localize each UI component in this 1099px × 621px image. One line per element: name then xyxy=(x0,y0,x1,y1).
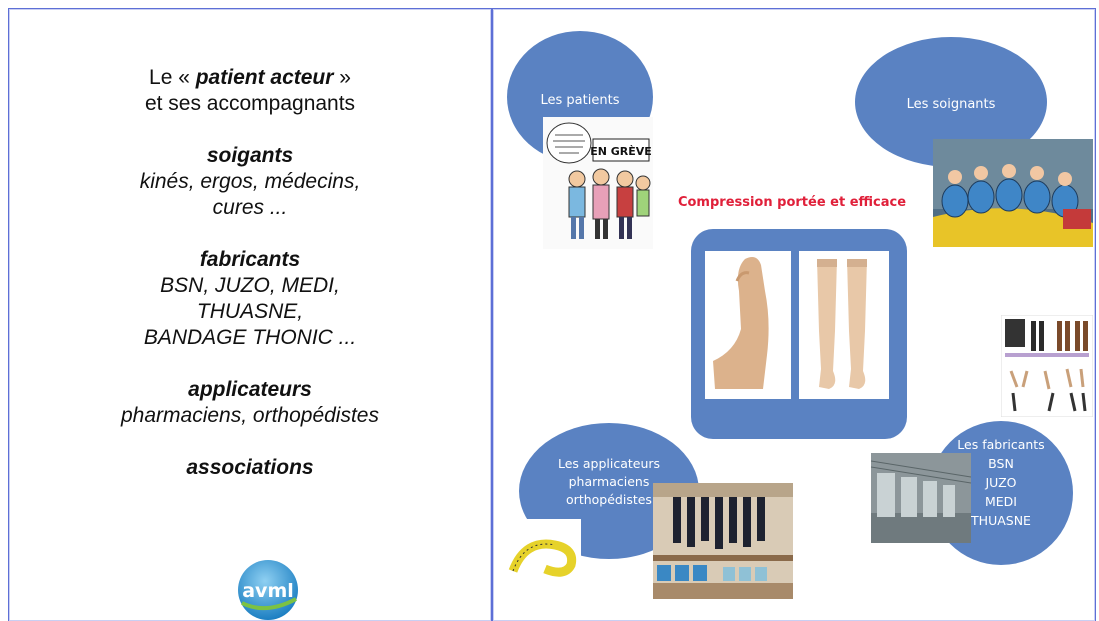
fabricants-line-3: BANDAGE THONIC ... xyxy=(143,326,357,349)
rafting-team-photo xyxy=(933,139,1093,247)
associations-heading: associations xyxy=(186,456,314,479)
applicateurs-line-1: pharmaciens, orthopédistes xyxy=(121,404,379,427)
cartoon-sign-text: EN GRÈVE xyxy=(590,145,652,158)
left-text-block: Le « patient acteur » et ses accompagnan… xyxy=(9,65,491,481)
fabricants-label-5: THUASNE xyxy=(971,513,1031,528)
patients-label: Les patients xyxy=(540,93,620,108)
fabricants-label-1: Les fabricants xyxy=(957,437,1045,452)
measuring-tape-photo xyxy=(505,519,581,583)
factory-machines-photo xyxy=(871,453,971,543)
fabricants-line-2: THUASNE, xyxy=(196,300,304,323)
soignants-line-1: kinés, ergos, médecins, xyxy=(139,170,361,193)
center-title: Compression portée et efficace xyxy=(677,195,907,210)
applicateurs-label-3: orthopédistes xyxy=(566,492,652,507)
applicateurs-heading: applicateurs xyxy=(188,378,312,401)
soignants-line-2: cures ... xyxy=(212,196,288,219)
quote-open: Le « xyxy=(149,66,190,89)
soignants-label: Les soignants xyxy=(906,97,996,112)
arm-sleeve-photo xyxy=(705,251,791,399)
fabricants-label: Les fabricants BSN JUZO MEDI THUASNE xyxy=(929,435,1073,530)
fabricants-label-3: JUZO xyxy=(985,475,1017,490)
fabricants-label-4: MEDI xyxy=(985,494,1017,509)
document-frame: Le « patient acteur » et ses accompagnan… xyxy=(8,8,1096,621)
strike-cartoon-image: EN GRÈVE xyxy=(543,117,653,249)
fabricants-label-2: BSN xyxy=(988,456,1014,471)
left-panel: Le « patient acteur » et ses accompagnan… xyxy=(8,8,492,621)
leg-stocking-photo xyxy=(799,251,889,399)
fabricants-line-1: BSN, JUZO, MEDI, xyxy=(160,274,340,297)
title-line-2: et ses accompagnants xyxy=(144,92,356,115)
avml-logo: avml xyxy=(238,560,298,620)
title-line-1: Le « patient acteur » xyxy=(9,65,491,91)
soignants-heading: soigants xyxy=(206,144,294,167)
quote-close: » xyxy=(339,66,351,89)
applicateurs-label: Les applicateurs pharmaciens orthopédist… xyxy=(519,455,699,509)
avml-logo-text: avml xyxy=(242,580,294,602)
applicateurs-label-2: pharmaciens xyxy=(568,474,650,489)
pharmacy-shop-photo xyxy=(653,483,793,599)
applicateurs-label-1: Les applicateurs xyxy=(557,456,661,471)
right-panel: Les patients EN GRÈVE Les soignants xyxy=(492,8,1096,621)
stockings-catalogue-photo xyxy=(1001,315,1093,417)
fabricants-heading: fabricants xyxy=(199,248,301,271)
patient-acteur-emphasis: patient acteur xyxy=(195,66,334,89)
